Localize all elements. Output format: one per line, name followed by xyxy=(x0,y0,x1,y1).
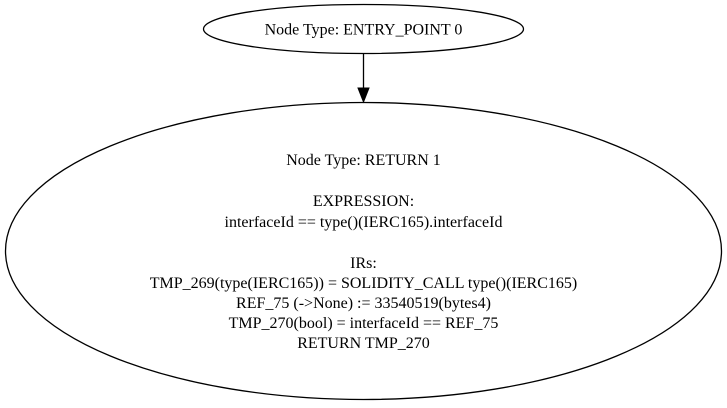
node-entry-point-label: Node Type: ENTRY_POINT 0 xyxy=(265,22,463,39)
node-return-ir-line: TMP_270(bool) = interfaceId == REF_75 xyxy=(229,315,499,332)
edge-arrowhead xyxy=(357,87,370,104)
node-return-shape xyxy=(4,101,723,401)
node-entry-point-shape xyxy=(202,3,525,55)
edge-entry-to-return xyxy=(357,54,370,104)
node-return-expression: interfaceId == type()(IERC165).interface… xyxy=(225,214,503,231)
node-return-irs-heading: IRs: xyxy=(350,255,377,272)
node-return-expression-heading: EXPRESSION: xyxy=(313,193,414,210)
node-return: Node Type: RETURN 1 EXPRESSION: interfac… xyxy=(4,101,723,401)
node-return-title: Node Type: RETURN 1 xyxy=(286,152,441,169)
node-return-ir-line: REF_75 (->None) := 33540519(bytes4) xyxy=(236,295,491,312)
node-entry-point: Node Type: ENTRY_POINT 0 xyxy=(202,3,525,55)
node-return-ir-line: TMP_269(type(IERC165)) = SOLIDITY_CALL t… xyxy=(150,275,577,292)
node-return-ir-line: RETURN TMP_270 xyxy=(297,335,430,352)
